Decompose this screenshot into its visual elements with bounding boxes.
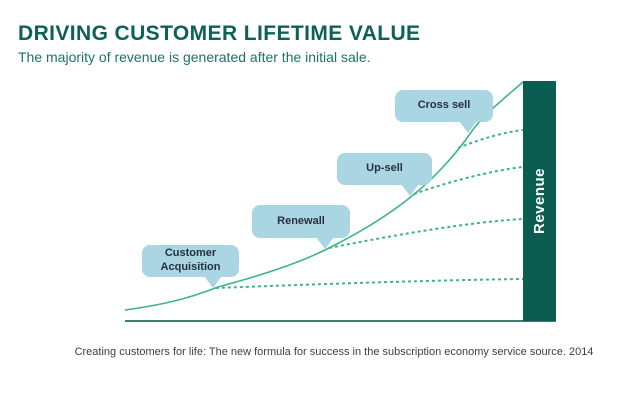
callout-customer-acquisition: Customer Acquisition (142, 245, 239, 288)
callout-tail (204, 276, 222, 288)
callout-renewal: Renewall (252, 205, 350, 249)
callout-tail (316, 237, 334, 249)
dotted-curve-without-crosssell (413, 166, 524, 195)
revenue-bar (523, 81, 556, 321)
dotted-curve-acquisition-only (215, 278, 524, 289)
dotted-curve-without-upsell (328, 218, 524, 249)
callout-crosssell: Cross sell (395, 90, 493, 133)
callout-label: Customer Acquisition (160, 247, 221, 273)
callout-label: Cross sell (417, 99, 471, 112)
callout-upsell: Up-sell (337, 153, 432, 196)
dotted-curve-top (457, 129, 524, 149)
source-caption: Creating customers for life: The new for… (74, 346, 594, 358)
callout-label: Renewall (277, 214, 325, 227)
page-title: DRIVING CUSTOMER LIFETIME VALUE (18, 22, 421, 45)
page-subtitle: The majority of revenue is generated aft… (18, 49, 371, 65)
callout-label: Up-sell (366, 162, 403, 175)
callout-tail (401, 184, 419, 196)
revenue-bar-label: Revenue (531, 168, 548, 234)
callout-tail (459, 121, 477, 133)
